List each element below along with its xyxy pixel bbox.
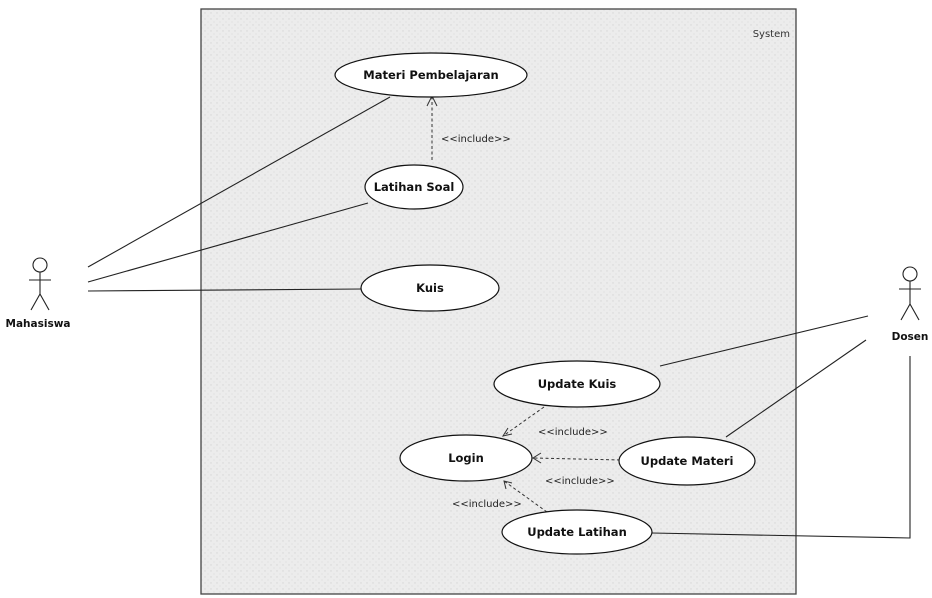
include-latihan-login-line xyxy=(503,480,548,513)
actor-dosen-label: Dosen xyxy=(892,331,929,343)
actor-mahasiswa-head xyxy=(32,257,48,273)
include-materi-login-label: <<include>> xyxy=(545,476,615,487)
svg-text:Update Materi: Update Materi xyxy=(641,454,734,468)
system-boundary xyxy=(200,8,797,595)
include-latihan-login-label: <<include>> xyxy=(452,499,522,510)
actor-mahasiswa-leg-left xyxy=(30,293,41,311)
include-latihan-materi-label: <<include>> xyxy=(441,134,511,145)
svg-text:Materi Pembelajaran: Materi Pembelajaran xyxy=(363,68,498,82)
use-case-update-kuis: Update Kuis xyxy=(493,360,661,408)
include-materi-login-line xyxy=(532,457,621,461)
include-latihan-login-arrowhead xyxy=(503,480,513,490)
use-case-update-materi: Update Materi xyxy=(618,436,756,486)
use-case-login: Login xyxy=(399,434,533,482)
include-materi-login-arrowhead xyxy=(532,452,542,464)
use-case-update-latihan: Update Latihan xyxy=(501,509,653,555)
use-case-latihan-soal: Latihan Soal xyxy=(364,164,464,210)
include-kuis-login-arrowhead xyxy=(501,427,513,437)
svg-text:Login: Login xyxy=(448,451,484,465)
actor-dosen-leg-right xyxy=(909,303,920,321)
actor-dosen: Dosen xyxy=(892,266,929,343)
actor-mahasiswa-label: Mahasiswa xyxy=(6,318,71,330)
assoc-dosen-update-latihan xyxy=(651,356,911,539)
assoc-mahasiswa-latihan-soal xyxy=(87,202,369,283)
assoc-dosen-update-kuis xyxy=(659,315,869,367)
svg-text:Latihan Soal: Latihan Soal xyxy=(374,180,455,194)
use-case-materi-pembelajaran: Materi Pembelajaran xyxy=(334,52,528,98)
use-case-kuis: Kuis xyxy=(360,264,500,312)
svg-text:Update Kuis: Update Kuis xyxy=(538,377,617,391)
assoc-mahasiswa-kuis xyxy=(87,288,363,292)
include-kuis-login-label: <<include>> xyxy=(538,427,608,438)
svg-text:Update Latihan: Update Latihan xyxy=(527,525,627,539)
assoc-dosen-update-materi xyxy=(725,339,867,438)
include-kuis-login-line xyxy=(502,406,545,437)
system-label: System xyxy=(753,29,790,40)
actor-mahasiswa-leg-right xyxy=(39,293,50,311)
svg-text:Kuis: Kuis xyxy=(416,281,444,295)
actor-mahasiswa: Mahasiswa xyxy=(6,257,71,330)
assoc-mahasiswa-materi xyxy=(87,96,391,268)
actor-dosen-leg-left xyxy=(900,303,911,321)
actor-dosen-head xyxy=(902,266,918,282)
